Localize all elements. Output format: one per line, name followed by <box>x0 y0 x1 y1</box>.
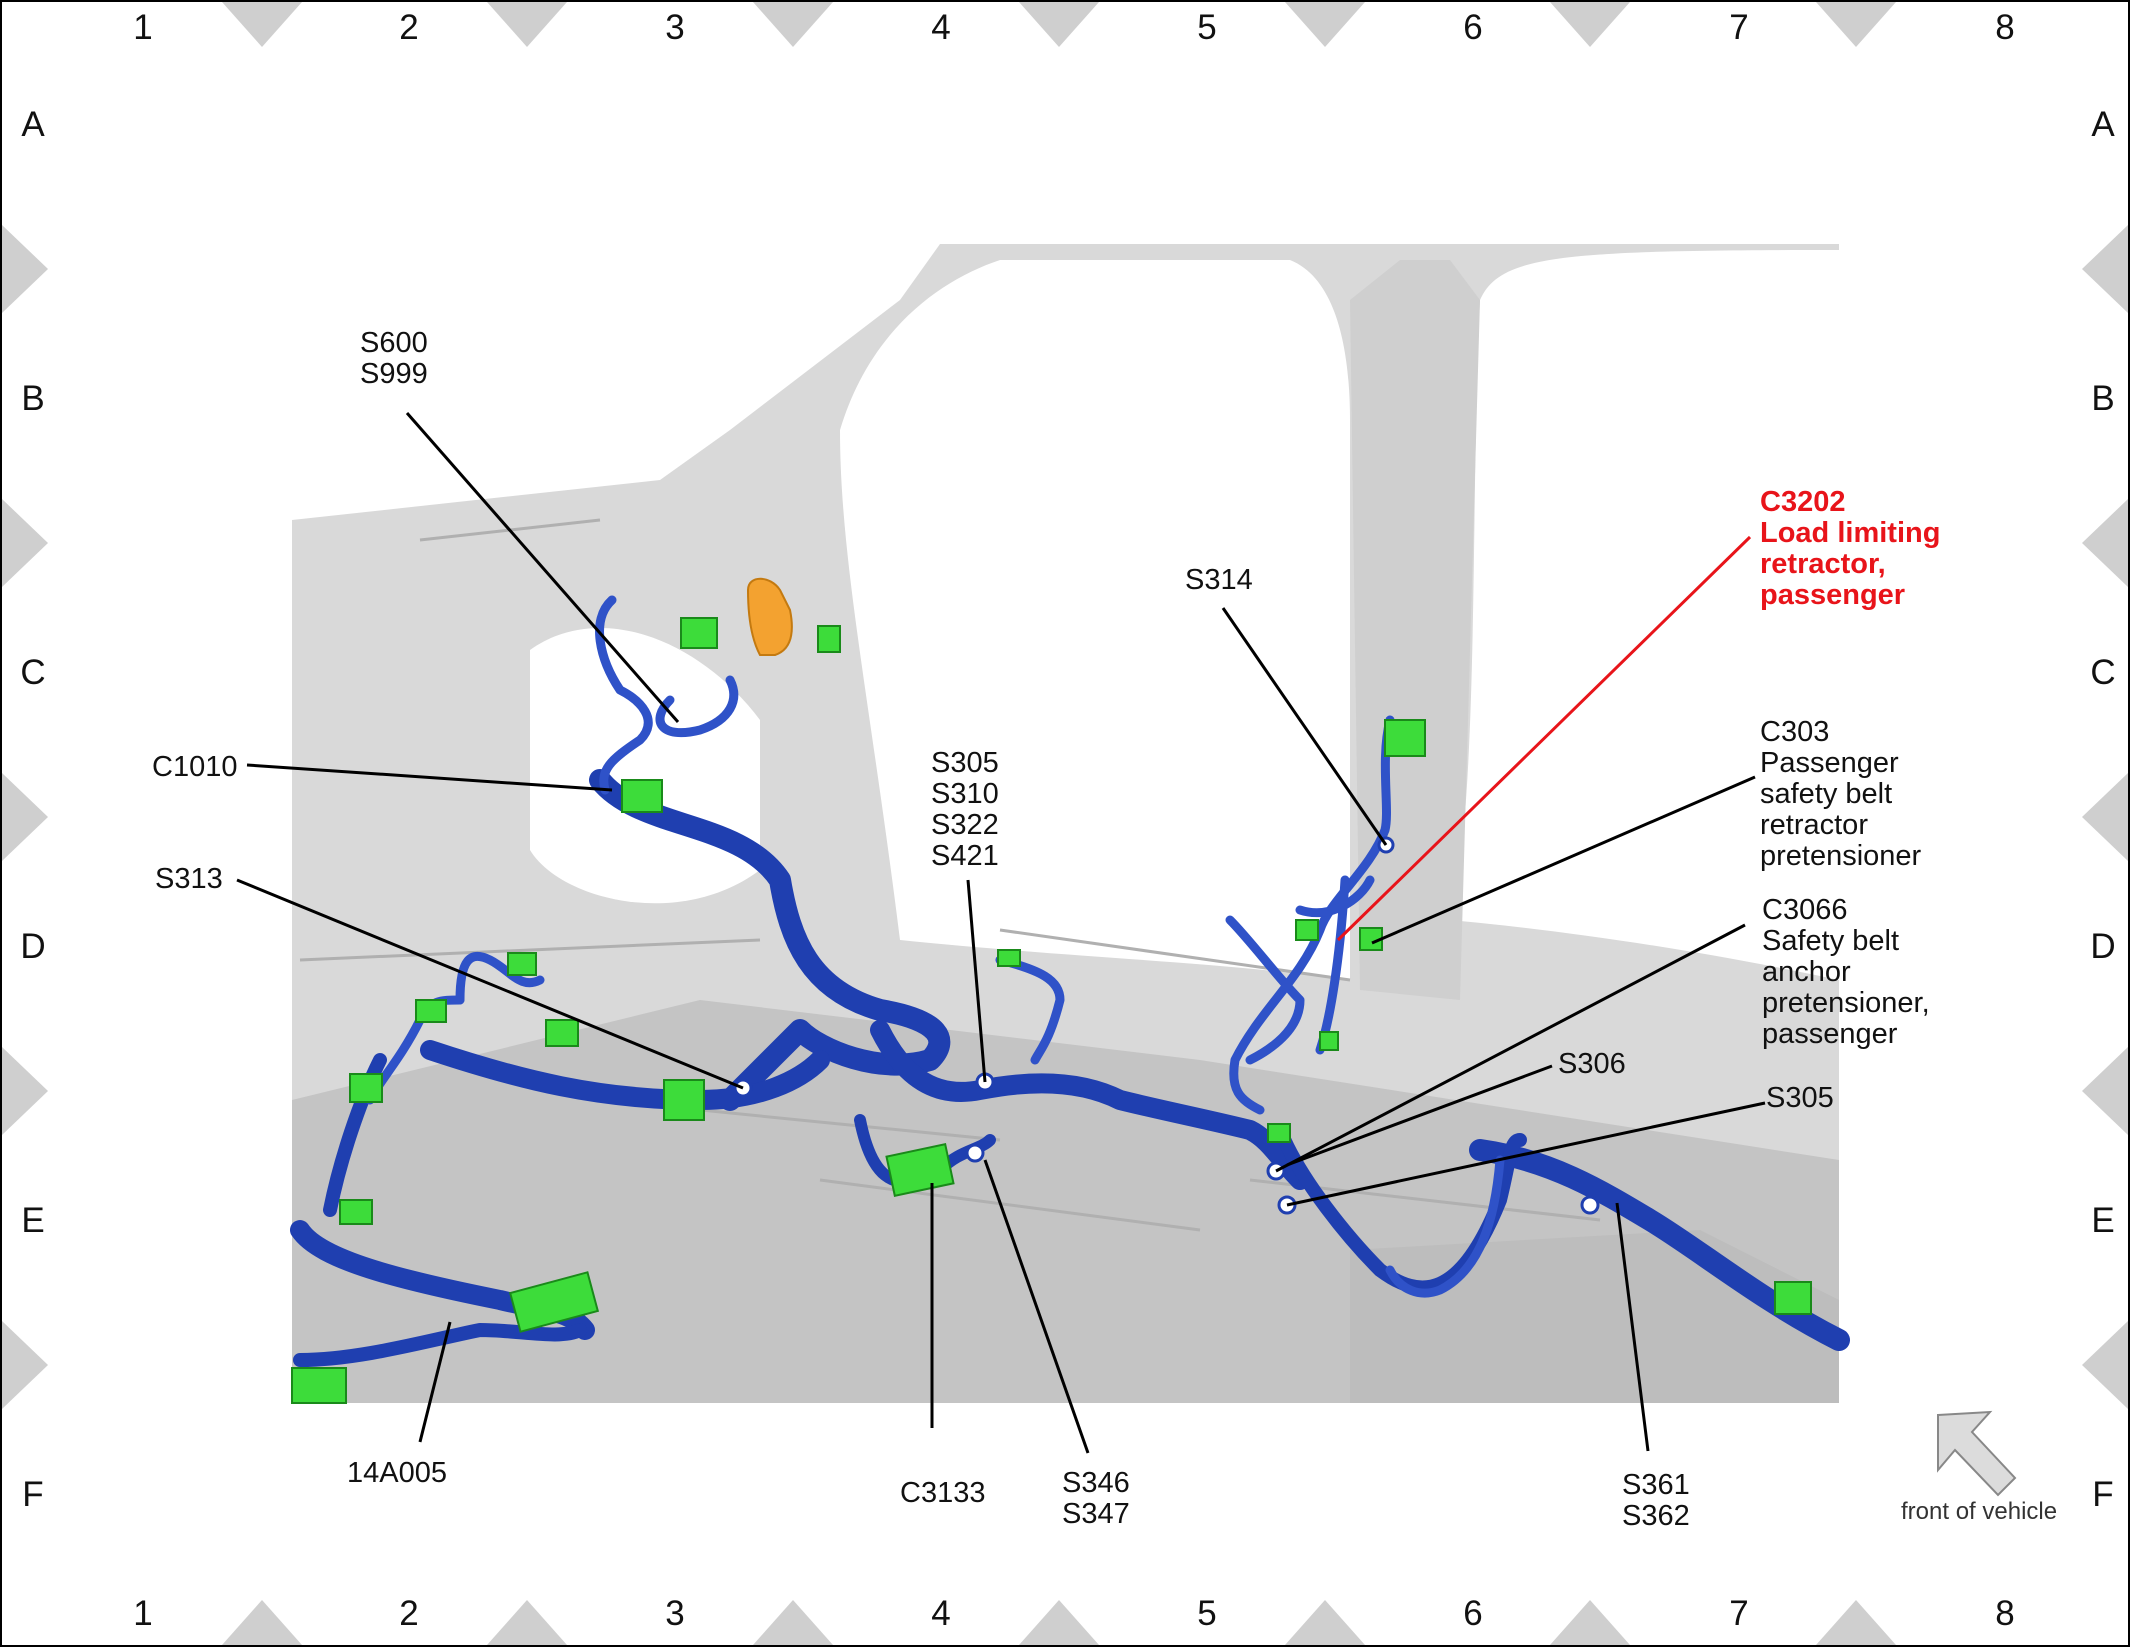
callout-s305-s310-s322-s421: S305 S310 S322 S421 <box>931 747 999 872</box>
col-label-4: 4 <box>931 1594 951 1633</box>
highlight-leader-line <box>1336 535 1752 942</box>
row-label-d: D <box>20 927 46 966</box>
callout-14a005: 14A005 <box>347 1457 447 1489</box>
col-label-2: 2 <box>399 8 419 47</box>
col-label-6: 6 <box>1463 1594 1483 1633</box>
row-label-e: E <box>21 1201 45 1240</box>
callout-c303: C303 Passenger safety belt retractor pre… <box>1760 716 1922 872</box>
row-label-f: F <box>22 1475 44 1514</box>
callout-s313: S313 <box>155 863 223 895</box>
callout-s361-s362: S361 S362 <box>1622 1469 1690 1532</box>
callout-s306: S306 <box>1558 1048 1626 1080</box>
row-label-a: A <box>21 105 45 144</box>
callout-s346-s347: S346 S347 <box>1062 1467 1130 1530</box>
front-arrow-icon <box>1937 1410 2017 1497</box>
row-label-b: B <box>21 379 45 418</box>
col-label-8: 8 <box>1995 8 2015 47</box>
col-label-3: 3 <box>665 8 685 47</box>
col-label-5: 5 <box>1197 8 1217 47</box>
col-label-7: 7 <box>1729 1594 1749 1633</box>
splice-markers <box>733 836 1600 1215</box>
col-label-4: 4 <box>931 8 951 47</box>
col-label-6: 6 <box>1463 8 1483 47</box>
col-label-2: 2 <box>399 1594 419 1633</box>
connectors <box>291 617 1812 1404</box>
row-label-e: E <box>2091 1201 2115 1240</box>
col-label-1: 1 <box>133 1594 153 1633</box>
callout-c3133: C3133 <box>900 1477 986 1509</box>
col-label-1: 1 <box>133 8 153 47</box>
col-label-3: 3 <box>665 1594 685 1633</box>
col-label-8: 8 <box>1995 1594 2015 1633</box>
callout-c1010: C1010 <box>152 751 238 783</box>
leader-lines <box>236 412 1766 1454</box>
front-of-vehicle-label: front of vehicle <box>1901 1498 2058 1525</box>
row-label-c: C <box>2090 653 2116 692</box>
row-label-d: D <box>2090 927 2116 966</box>
callout-s314: S314 <box>1185 564 1253 596</box>
orange-component <box>746 577 793 656</box>
callout-c3066: C3066 Safety belt anchor pretensioner, p… <box>1762 894 1930 1050</box>
callout-s600-s999: S600 S999 <box>360 327 428 390</box>
row-label-a: A <box>2091 105 2115 144</box>
col-label-7: 7 <box>1729 8 1749 47</box>
callout-s305: S305 <box>1766 1082 1834 1114</box>
row-label-b: B <box>2091 379 2115 418</box>
row-label-f: F <box>2092 1475 2114 1514</box>
callout-c3202: C3202 Load limiting retractor, passenger <box>1760 486 1941 611</box>
row-label-c: C <box>20 653 46 692</box>
col-label-5: 5 <box>1197 1594 1217 1633</box>
